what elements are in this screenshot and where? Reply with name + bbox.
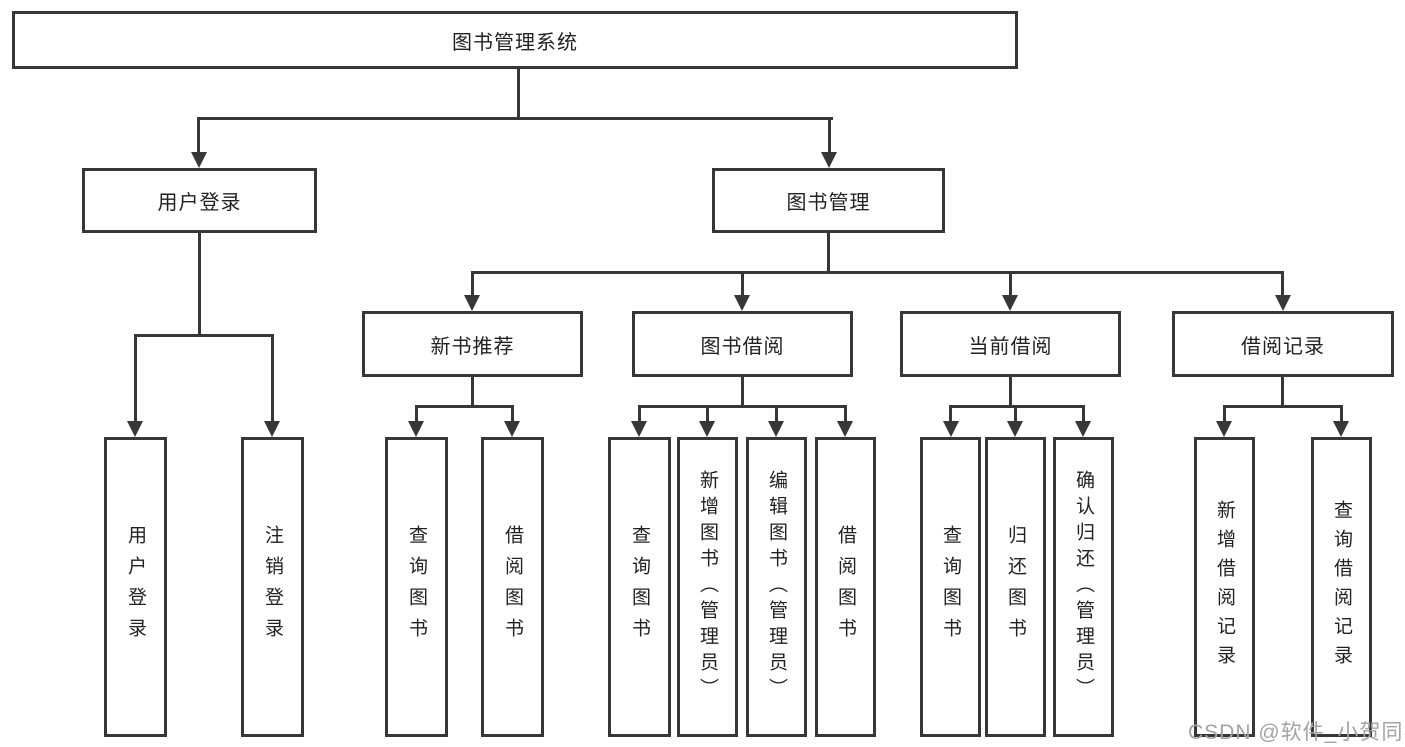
leaf-query-borrow-record: 查询借阅记录	[1311, 437, 1372, 737]
arrowhead-icon	[1007, 421, 1023, 437]
node-label: 借阅图书	[835, 525, 856, 649]
leaf-query-books-3: 查询图书	[920, 437, 981, 737]
connector-line	[827, 233, 830, 273]
connector-line	[471, 377, 474, 407]
leaf-query-books-2: 查询图书	[608, 437, 671, 737]
node-new-book-recommend: 新书推荐	[362, 311, 583, 377]
leaf-add-borrow-record: 新增借阅记录	[1194, 437, 1255, 737]
connector-line	[775, 405, 778, 423]
node-label: 新增借阅记录	[1214, 500, 1235, 674]
connector-line	[949, 405, 1085, 408]
node-label: 图书借阅	[700, 335, 785, 358]
node-book-management: 图书管理	[712, 168, 945, 233]
connector-line	[134, 334, 137, 421]
arrowhead-icon	[1216, 421, 1232, 437]
node-book-borrowing: 图书借阅	[632, 311, 853, 377]
leaf-logout: 注销登录	[241, 437, 304, 737]
leaf-borrow-books-2: 借阅图书	[815, 437, 876, 737]
node-label: 新书推荐	[430, 335, 515, 358]
connector-line	[415, 405, 418, 423]
arrowhead-icon	[734, 295, 750, 311]
arrowhead-icon	[837, 421, 853, 437]
connector-line	[1223, 405, 1226, 423]
arrowhead-icon	[504, 421, 520, 437]
leaf-edit-book-admin: 编辑图书（管理员）	[746, 437, 807, 737]
node-user-login: 用户登录	[82, 168, 317, 233]
leaf-query-books-1: 查询图书	[385, 437, 448, 737]
node-label: 查询图书	[629, 525, 650, 649]
connector-line	[741, 377, 744, 407]
arrowhead-icon	[191, 152, 207, 168]
connector-line	[638, 405, 641, 423]
connector-line	[638, 405, 847, 408]
arrowhead-icon	[631, 421, 647, 437]
node-label: 用户登录	[157, 192, 242, 214]
leaf-confirm-return-admin: 确认归还（管理员）	[1053, 437, 1114, 737]
node-label: 图书管理	[786, 192, 871, 214]
arrowhead-icon	[1333, 421, 1349, 437]
node-label: 借阅图书	[502, 525, 523, 649]
connector-line	[511, 405, 514, 423]
arrowhead-icon	[821, 152, 837, 168]
connector-line	[741, 271, 744, 297]
arrowhead-icon	[127, 421, 143, 437]
arrowhead-icon	[943, 421, 959, 437]
node-current-borrowing: 当前借阅	[900, 311, 1121, 377]
leaf-user-login: 用户登录	[104, 437, 167, 737]
node-borrowing-records: 借阅记录	[1172, 311, 1394, 377]
node-label: 查询借阅记录	[1331, 500, 1352, 674]
connector-line	[1340, 405, 1343, 423]
arrowhead-icon	[464, 295, 480, 311]
connector-line	[197, 117, 200, 154]
connector-line	[471, 271, 1284, 274]
node-label: 查询图书	[406, 525, 427, 649]
node-label: 图书管理系统	[452, 31, 578, 54]
node-label: 用户登录	[125, 525, 146, 649]
connector-line	[271, 334, 274, 421]
connector-line	[471, 271, 474, 297]
node-label: 查询图书	[940, 525, 961, 649]
node-label: 注销登录	[262, 525, 283, 649]
arrowhead-icon	[408, 421, 424, 437]
connector-line	[1014, 405, 1017, 423]
node-label: 当前借阅	[968, 335, 1053, 358]
arrowhead-icon	[1075, 421, 1091, 437]
connector-line	[828, 117, 831, 154]
connector-line	[198, 233, 201, 336]
connector-line	[415, 405, 514, 408]
connector-line	[1009, 271, 1012, 297]
node-library-system: 图书管理系统	[12, 11, 1018, 69]
node-label: 编辑图书（管理员）	[766, 470, 787, 704]
arrowhead-icon	[1275, 295, 1291, 311]
connector-line	[134, 334, 274, 337]
watermark: CSDN @软件_小贺同学	[1188, 721, 1405, 744]
connector-line	[197, 117, 833, 120]
arrowhead-icon	[1002, 295, 1018, 311]
node-label: 归还图书	[1005, 525, 1026, 649]
connector-line	[844, 405, 847, 423]
node-label: 确认归还（管理员）	[1073, 470, 1094, 704]
connector-line	[1281, 377, 1284, 407]
arrowhead-icon	[699, 421, 715, 437]
connector-line	[949, 405, 952, 423]
leaf-return-book: 归还图书	[985, 437, 1046, 737]
connector-line	[1281, 271, 1284, 297]
leaf-borrow-books-1: 借阅图书	[481, 437, 544, 737]
connector-line	[1223, 405, 1343, 408]
connector-line	[706, 405, 709, 423]
connector-line	[1009, 377, 1012, 407]
node-label: 借阅记录	[1241, 335, 1325, 358]
arrowhead-icon	[264, 421, 280, 437]
node-label: 新增图书（管理员）	[697, 470, 718, 704]
connector-line	[1082, 405, 1085, 423]
connector-line	[517, 69, 520, 119]
leaf-add-book-admin: 新增图书（管理员）	[677, 437, 738, 737]
arrowhead-icon	[768, 421, 784, 437]
